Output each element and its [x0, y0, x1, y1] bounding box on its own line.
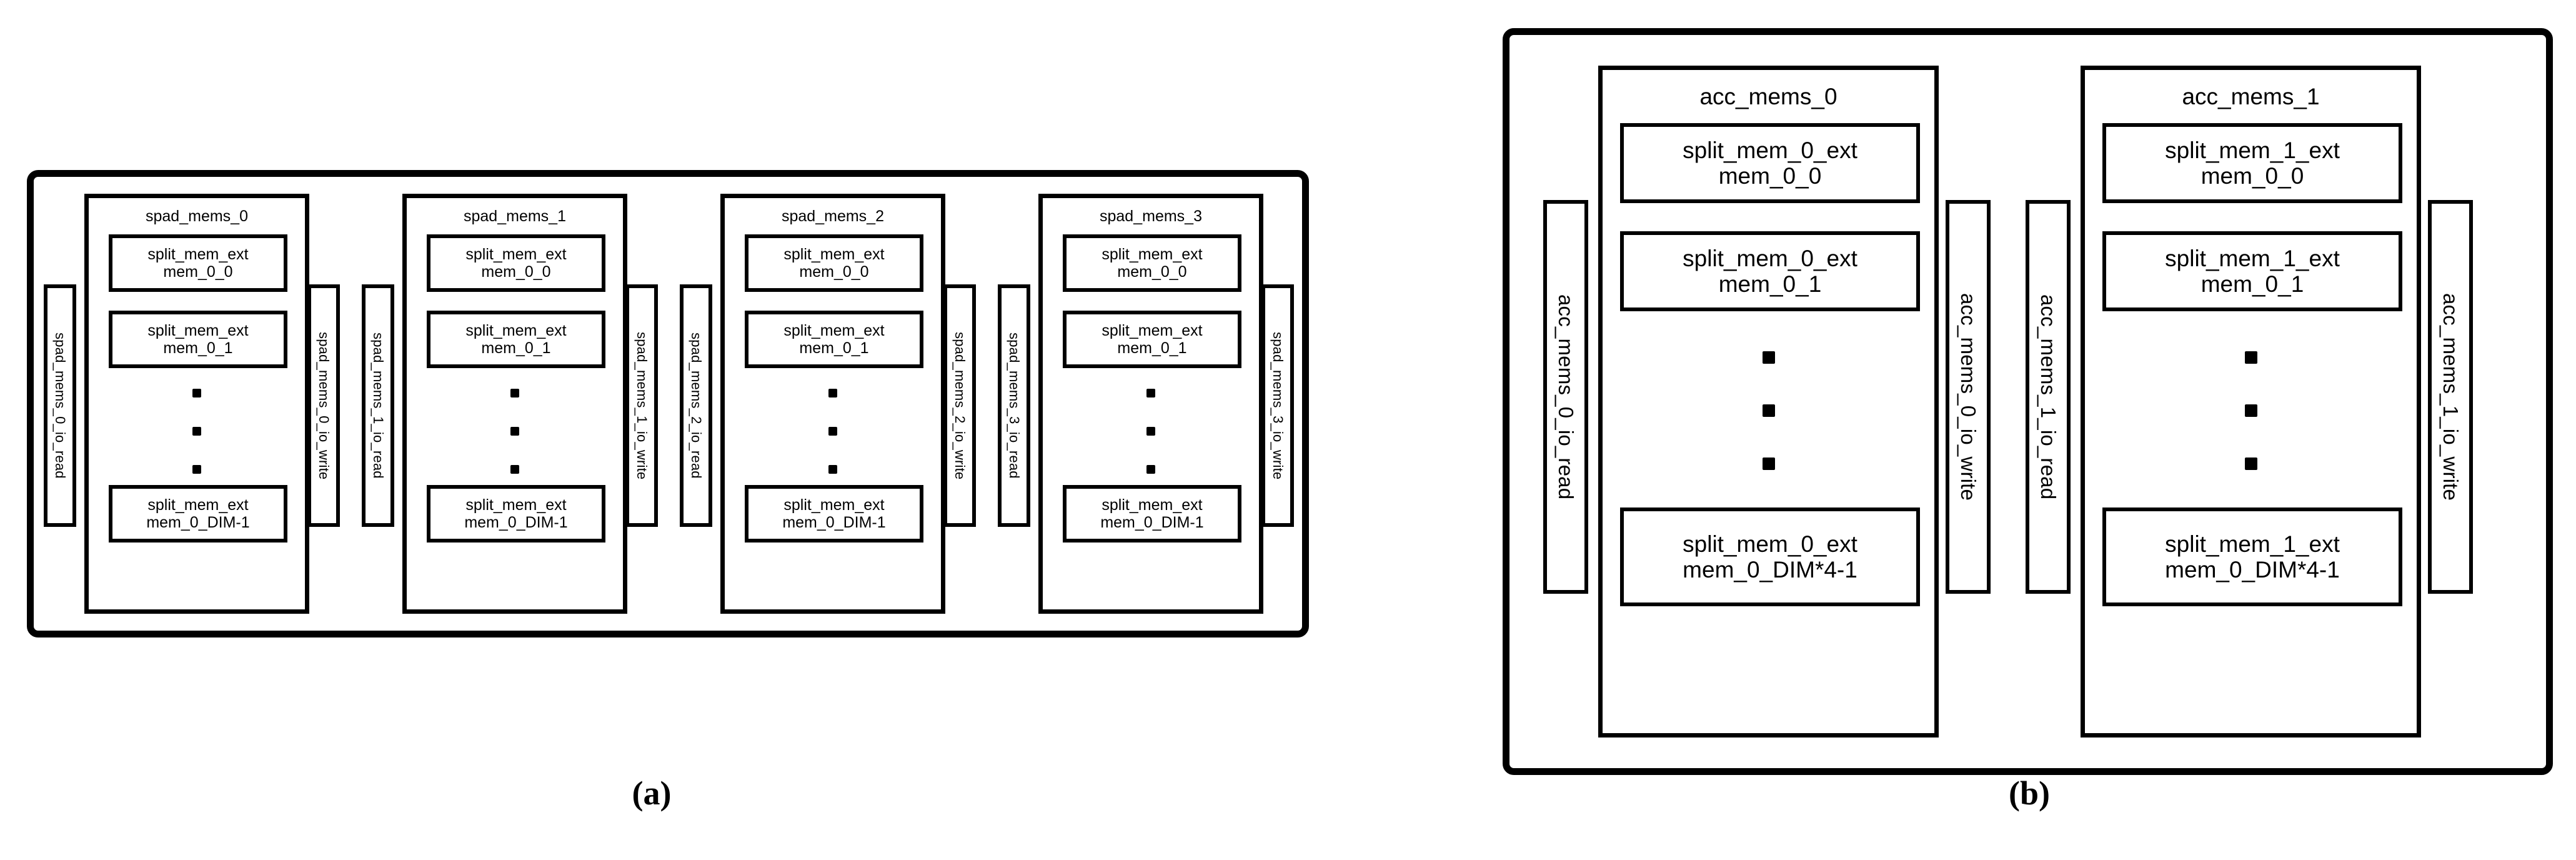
mem-label-line1: split_mem_0_ext — [1683, 531, 1857, 557]
mem-label-line1: split_mem_ext — [783, 496, 885, 514]
mem-label-line2: mem_0_1 — [481, 339, 551, 357]
mem-label-line1: split_mem_ext — [783, 322, 885, 339]
acc-mems-1-mem-last: split_mem_1_ext mem_0_DIM*4-1 — [2102, 508, 2402, 606]
port-label: acc_mems_1_io_read — [2037, 294, 2060, 500]
mem-label-line2: mem_0_0 — [481, 263, 551, 281]
mem-label-line1: split_mem_0_ext — [1683, 245, 1857, 271]
port-label: acc_mems_1_io_write — [2439, 292, 2462, 501]
spad-mems-1-io-write-port[interactable]: spad_mems_1_io_write — [625, 284, 658, 527]
mem-label-line2: mem_0_DIM*4-1 — [1683, 557, 1857, 582]
mem-label-line2: mem_0_1 — [163, 339, 233, 357]
spad-mems-2-ellipsis — [725, 389, 941, 474]
spad-mems-0-io-read-port[interactable]: spad_mems_0_io_read — [44, 284, 76, 527]
spad-mems-3-mem-last: split_mem_ext mem_0_DIM-1 — [1063, 485, 1241, 542]
acc-mems-1-group: acc_mems_1 split_mem_1_ext mem_0_0 split… — [2081, 66, 2421, 738]
mem-label-line2: mem_0_DIM-1 — [146, 514, 250, 531]
acc-mems-0-mem-1: split_mem_0_ext mem_0_1 — [1620, 231, 1920, 311]
panel-a-caption: (a) — [632, 774, 672, 812]
mem-label-line1: split_mem_ext — [1102, 322, 1203, 339]
acc-mems-0-io-read-port[interactable]: acc_mems_0_io_read — [1543, 200, 1588, 594]
mem-label-line1: split_mem_ext — [465, 246, 567, 263]
spad-mems-2-mem-last: split_mem_ext mem_0_DIM-1 — [745, 485, 923, 542]
mem-label-line2: mem_0_DIM*4-1 — [2165, 557, 2340, 582]
mem-label-line1: split_mem_ext — [147, 496, 249, 514]
mem-label-line2: mem_0_0 — [1718, 163, 1822, 189]
spad-mems-0-mem-0: split_mem_ext mem_0_0 — [109, 234, 287, 292]
spad-mems-1-title: spad_mems_1 — [464, 208, 566, 225]
mem-label-line1: split_mem_ext — [1102, 246, 1203, 263]
acc-mems-1-io-read-port[interactable]: acc_mems_1_io_read — [2026, 200, 2071, 594]
spad-mems-3-io-write-port[interactable]: spad_mems_3_io_write — [1261, 284, 1294, 527]
spad-mems-2-mem-1: split_mem_ext mem_0_1 — [745, 311, 923, 368]
acc-mems-0-mem-last: split_mem_0_ext mem_0_DIM*4-1 — [1620, 508, 1920, 606]
mem-label-line1: split_mem_ext — [465, 322, 567, 339]
acc-mems-1-title: acc_mems_1 — [2182, 84, 2320, 109]
port-label: spad_mems_2_io_write — [952, 331, 968, 480]
panel-b-caption: (b) — [2009, 774, 2050, 812]
spad-mems-1-io-read-port[interactable]: spad_mems_1_io_read — [362, 284, 394, 527]
mem-label-line2: mem_0_1 — [1718, 271, 1822, 297]
spad-mems-0-io-write-port[interactable]: spad_mems_0_io_write — [307, 284, 340, 527]
acc-mems-0-title: acc_mems_0 — [1699, 84, 1838, 109]
mem-label-line1: split_mem_1_ext — [2165, 137, 2340, 163]
acc-mems-1-io-write-port[interactable]: acc_mems_1_io_write — [2428, 200, 2473, 594]
mem-label-line1: split_mem_1_ext — [2165, 245, 2340, 271]
spad-mems-0-title: spad_mems_0 — [146, 208, 248, 225]
mem-label-line2: mem_0_DIM-1 — [1100, 514, 1204, 531]
port-label: spad_mems_1_io_write — [634, 331, 650, 480]
spad-mems-1-mem-1: split_mem_ext mem_0_1 — [427, 311, 605, 368]
spad-mems-3-ellipsis — [1043, 389, 1259, 474]
mem-label-line1: split_mem_ext — [1102, 496, 1203, 514]
spad-mems-0-mem-1: split_mem_ext mem_0_1 — [109, 311, 287, 368]
mem-label-line2: mem_0_DIM-1 — [464, 514, 568, 531]
mem-label-line1: split_mem_1_ext — [2165, 531, 2340, 557]
spad-mems-2-group: spad_mems_2 split_mem_ext mem_0_0 split_… — [720, 194, 945, 614]
spad-mems-0-ellipsis — [89, 389, 305, 474]
acc-mems-0-group: acc_mems_0 split_mem_0_ext mem_0_0 split… — [1598, 66, 1939, 738]
spad-mems-2-io-write-port[interactable]: spad_mems_2_io_write — [943, 284, 976, 527]
spad-mems-3-io-read-port[interactable]: spad_mems_3_io_read — [998, 284, 1030, 527]
acc-mems-0-ellipsis — [1603, 351, 1934, 470]
mem-label-line1: split_mem_0_ext — [1683, 137, 1857, 163]
mem-label-line2: mem_0_1 — [799, 339, 869, 357]
port-label: acc_mems_0_io_write — [1957, 292, 1980, 501]
acc-mems-1-ellipsis — [2085, 351, 2417, 470]
acc-mems-0-io-write-port[interactable]: acc_mems_0_io_write — [1946, 200, 1991, 594]
acc-mems-1-mem-0: split_mem_1_ext mem_0_0 — [2102, 123, 2402, 203]
port-label: spad_mems_2_io_read — [689, 332, 704, 479]
port-label: spad_mems_1_io_read — [370, 332, 386, 479]
port-label: acc_mems_0_io_read — [1554, 294, 1578, 500]
spad-mems-1-group: spad_mems_1 split_mem_ext mem_0_0 split_… — [402, 194, 627, 614]
spad-mems-1-ellipsis — [407, 389, 623, 474]
mem-label-line2: mem_0_1 — [1117, 339, 1187, 357]
spad-mems-0-mem-last: split_mem_ext mem_0_DIM-1 — [109, 485, 287, 542]
spad-mems-3-mem-0: split_mem_ext mem_0_0 — [1063, 234, 1241, 292]
mem-label-line1: split_mem_ext — [147, 322, 249, 339]
spad-mems-1-mem-last: split_mem_ext mem_0_DIM-1 — [427, 485, 605, 542]
spad-mems-0-group: spad_mems_0 split_mem_ext mem_0_0 split_… — [84, 194, 309, 614]
port-label: spad_mems_3_io_write — [1270, 331, 1286, 480]
mem-label-line2: mem_0_0 — [1117, 263, 1187, 281]
port-label: spad_mems_0_io_write — [316, 331, 332, 480]
mem-label-line2: mem_0_DIM-1 — [782, 514, 886, 531]
mem-label-line2: mem_0_0 — [163, 263, 233, 281]
port-label: spad_mems_0_io_read — [52, 332, 68, 479]
mem-label-line2: mem_0_0 — [2201, 163, 2304, 189]
mem-label-line2: mem_0_1 — [2201, 271, 2304, 297]
port-label: spad_mems_3_io_read — [1007, 332, 1022, 479]
spad-mems-1-mem-0: split_mem_ext mem_0_0 — [427, 234, 605, 292]
acc-mems-0-mem-0: split_mem_0_ext mem_0_0 — [1620, 123, 1920, 203]
mem-label-line2: mem_0_0 — [799, 263, 869, 281]
mem-label-line1: split_mem_ext — [783, 246, 885, 263]
spad-mems-2-mem-0: split_mem_ext mem_0_0 — [745, 234, 923, 292]
spad-mems-3-title: spad_mems_3 — [1100, 208, 1202, 225]
mem-label-line1: split_mem_ext — [147, 246, 249, 263]
acc-mems-1-mem-1: split_mem_1_ext mem_0_1 — [2102, 231, 2402, 311]
spad-mems-2-title: spad_mems_2 — [782, 208, 884, 225]
spad-mems-3-mem-1: split_mem_ext mem_0_1 — [1063, 311, 1241, 368]
mem-label-line1: split_mem_ext — [465, 496, 567, 514]
spad-mems-3-group: spad_mems_3 split_mem_ext mem_0_0 split_… — [1038, 194, 1263, 614]
spad-mems-2-io-read-port[interactable]: spad_mems_2_io_read — [680, 284, 712, 527]
